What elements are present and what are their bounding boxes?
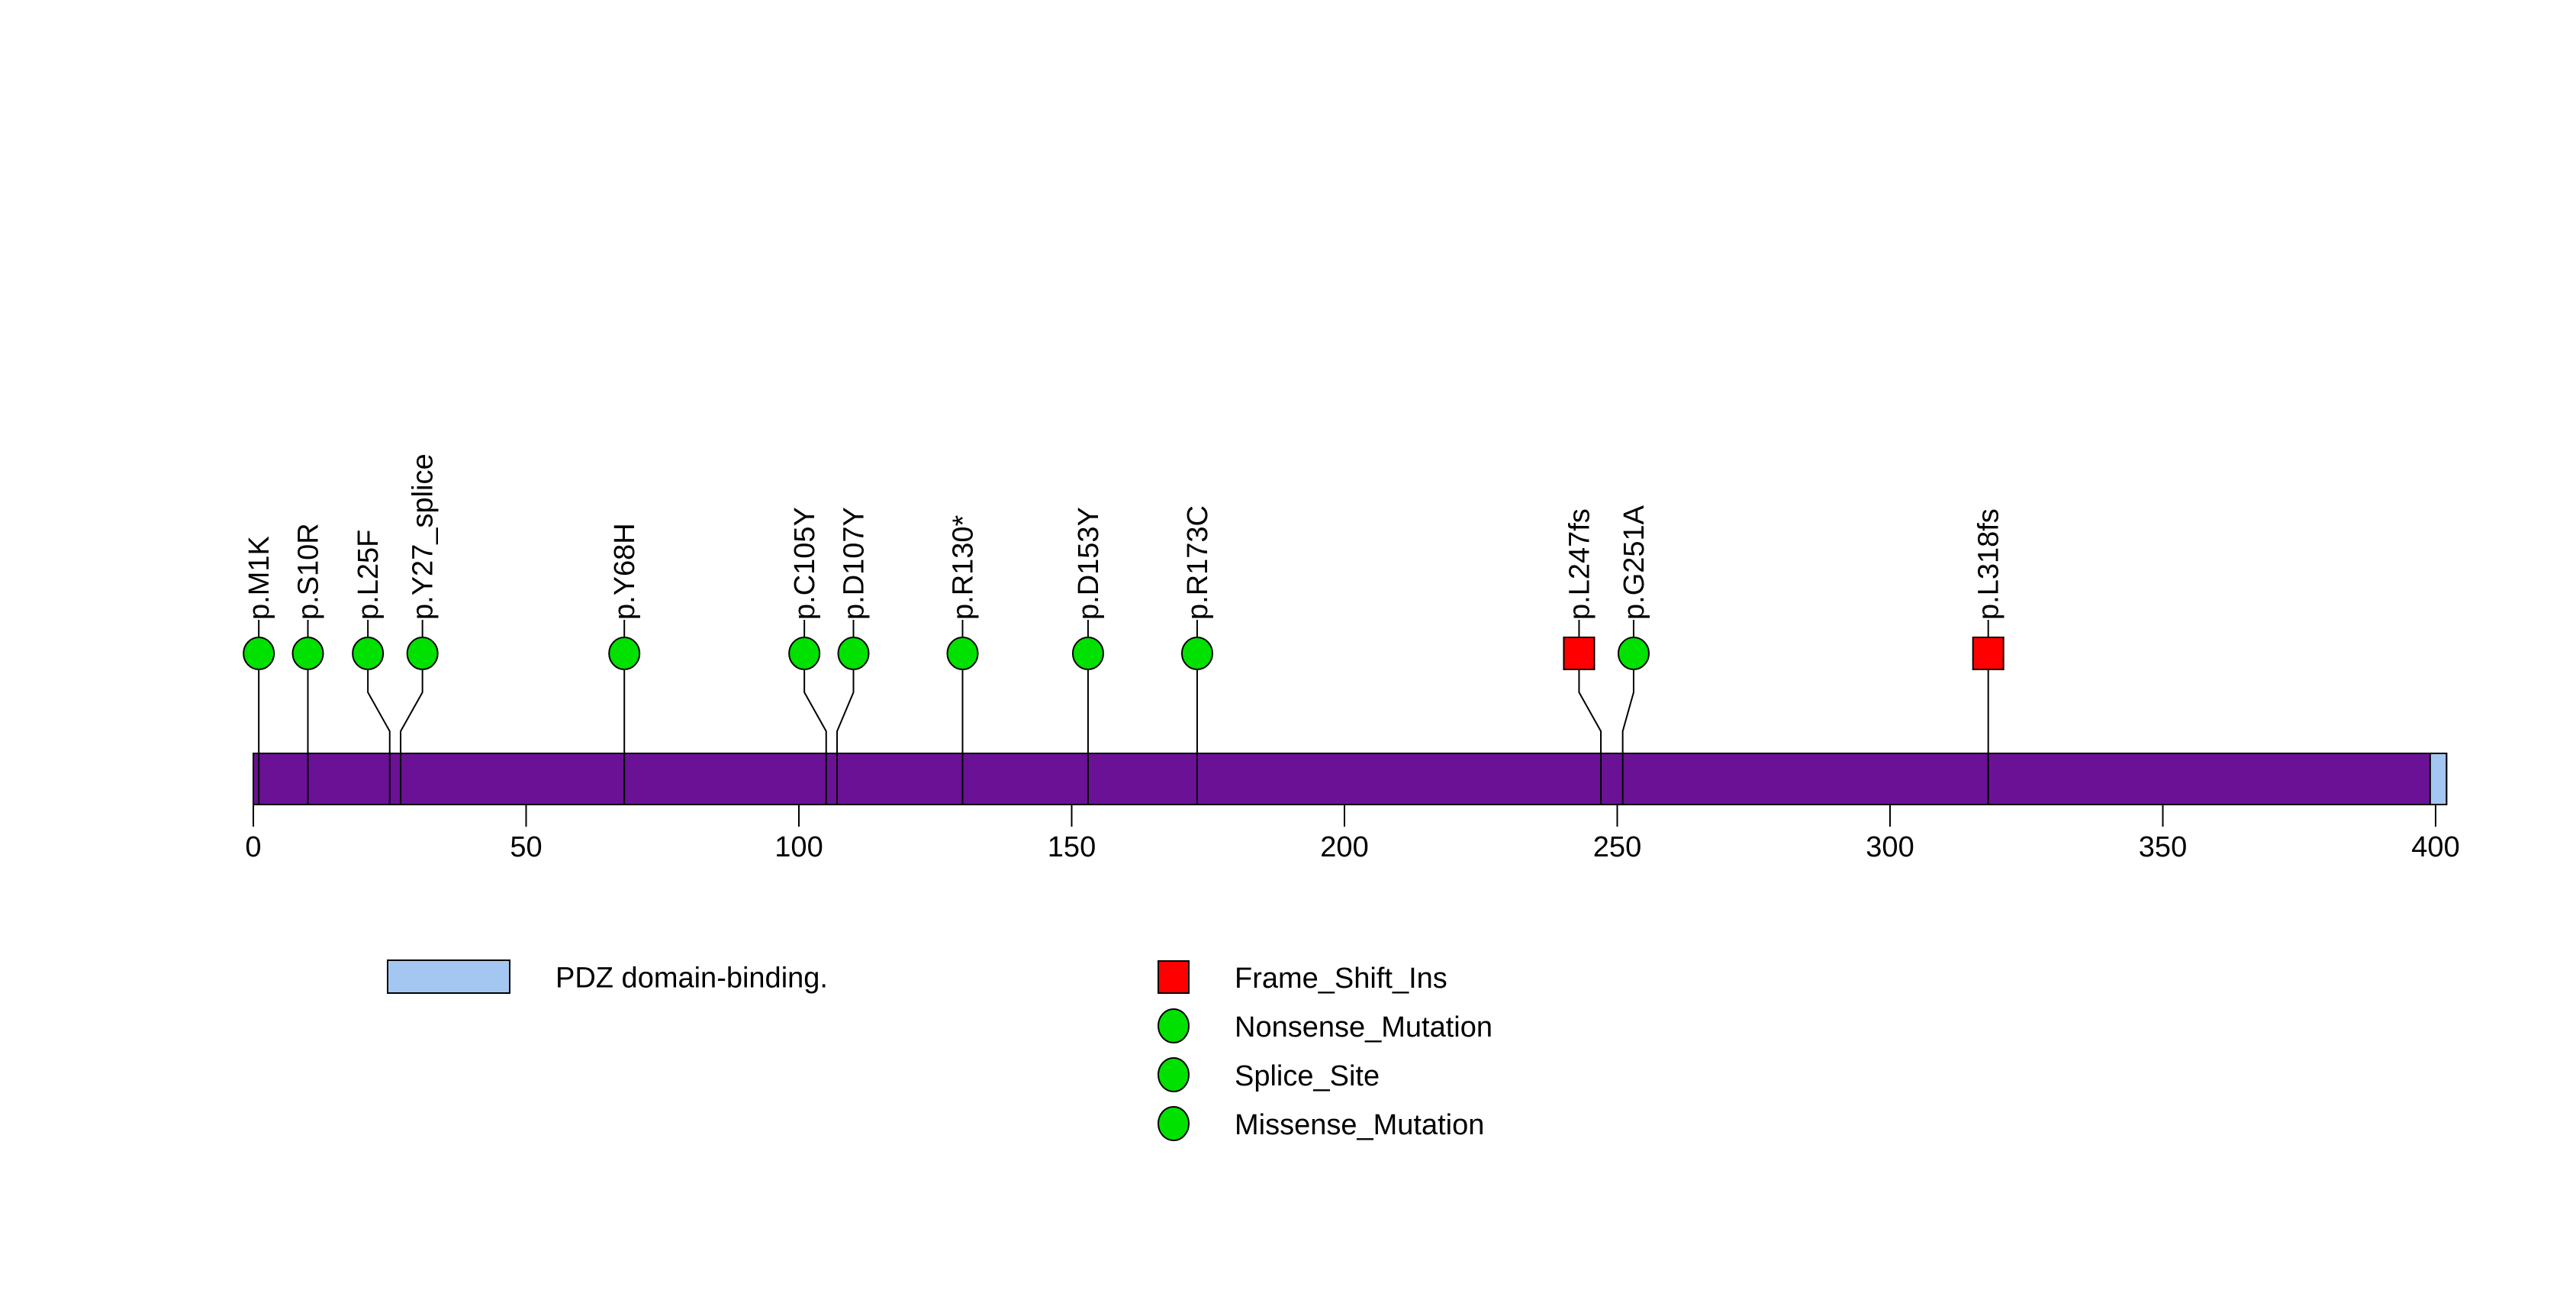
axis-tick-label: 150 xyxy=(1048,831,1096,863)
mutation-label: p.D107Y xyxy=(839,507,871,620)
mutation-label: p.L247fs xyxy=(1563,508,1596,620)
mutation-label: p.D153Y xyxy=(1073,507,1105,620)
mutation-legend-square xyxy=(1158,960,1190,994)
mutation-legend-circle xyxy=(1158,1106,1190,1141)
mutation-label: p.R130* xyxy=(948,514,980,620)
mutation-legend-label: Frame_Shift_Ins xyxy=(1235,963,1447,995)
mutation-label: p.L318fs xyxy=(1973,508,2005,620)
domain-legend-label: PDZ domain-binding. xyxy=(555,963,828,995)
axis-tick-label: 100 xyxy=(774,831,823,863)
mutation-legend-label: Splice_Site xyxy=(1235,1060,1380,1092)
mutation-marker-circle xyxy=(1617,637,1650,670)
axis-tick-label: 50 xyxy=(510,831,542,863)
mutation-label: p.C105Y xyxy=(789,507,821,620)
mutation-legend-label: Nonsense_Mutation xyxy=(1235,1011,1492,1043)
mutation-legend-circle xyxy=(1158,1008,1190,1043)
mutation-marker-circle xyxy=(608,637,641,670)
domain-rect xyxy=(2429,753,2448,805)
mutation-marker-square xyxy=(1563,637,1596,670)
mutation-label: p.S10R xyxy=(293,523,325,620)
mutation-marker-circle xyxy=(243,637,275,670)
axis-tick-label: 400 xyxy=(2411,831,2459,863)
protein-bar xyxy=(253,753,2448,805)
mutation-marker-circle xyxy=(406,637,439,670)
mutation-label: p.G251A xyxy=(1618,505,1650,620)
axis-tick-label: 350 xyxy=(2139,831,2187,863)
mutation-label: p.M1K xyxy=(243,536,275,620)
axis-tick-label: 300 xyxy=(1866,831,1914,863)
mutation-marker-circle xyxy=(1071,637,1104,670)
mutation-label: p.R173C xyxy=(1182,505,1214,620)
mutation-marker-circle xyxy=(1180,637,1213,670)
mutation-label: p.Y27_splice xyxy=(407,453,440,620)
mutation-legend-label: Missense_Mutation xyxy=(1235,1109,1484,1141)
mutation-marker-square xyxy=(1972,637,2004,670)
mutation-marker-circle xyxy=(352,637,385,670)
axis-tick-label: 0 xyxy=(245,831,261,863)
domain-legend-swatch xyxy=(387,959,510,994)
mutation-marker-circle xyxy=(788,637,821,670)
mutation-label: p.L25F xyxy=(353,530,385,620)
mutation-legend-circle xyxy=(1158,1057,1190,1092)
axis-tick-label: 200 xyxy=(1320,831,1368,863)
axis-tick-label: 250 xyxy=(1593,831,1641,863)
mutation-marker-circle xyxy=(291,637,324,670)
mutation-label: p.Y68H xyxy=(609,523,641,620)
mutation-marker-circle xyxy=(946,637,979,670)
mutation-marker-circle xyxy=(837,637,870,670)
